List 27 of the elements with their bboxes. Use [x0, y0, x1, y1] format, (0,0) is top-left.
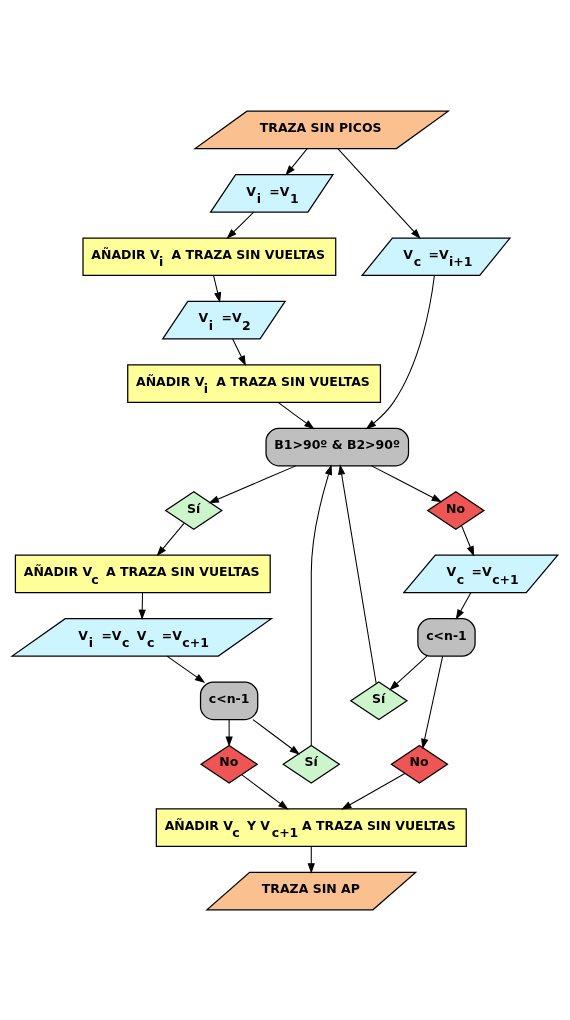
arrow: [365, 274, 435, 429]
node-box: c<n-1: [417, 617, 476, 657]
arrow: [166, 655, 206, 683]
arrow: [338, 463, 377, 684]
arrow: [389, 655, 428, 690]
arrow: [461, 524, 475, 556]
arrow: [241, 773, 289, 810]
arrow: [455, 591, 472, 620]
node-diamond: No: [199, 744, 259, 784]
node-box: B1>90º & B2>90º: [265, 427, 410, 466]
arrow: [213, 274, 222, 303]
arrow: [371, 464, 443, 502]
arrow: [252, 718, 300, 755]
arrow: [310, 464, 332, 746]
arrow: [285, 147, 308, 176]
arrow: [208, 464, 297, 503]
arrow: [307, 845, 315, 874]
arrow: [341, 772, 406, 810]
arrow: [226, 211, 255, 239]
arrow: [156, 522, 185, 556]
arrow: [225, 718, 233, 747]
arrow: [421, 655, 444, 749]
arrow: [337, 147, 421, 239]
arrow: [232, 337, 246, 366]
node-box: c<n-1: [199, 680, 259, 720]
node-diamond: No: [390, 744, 449, 784]
arrow: [277, 401, 315, 429]
